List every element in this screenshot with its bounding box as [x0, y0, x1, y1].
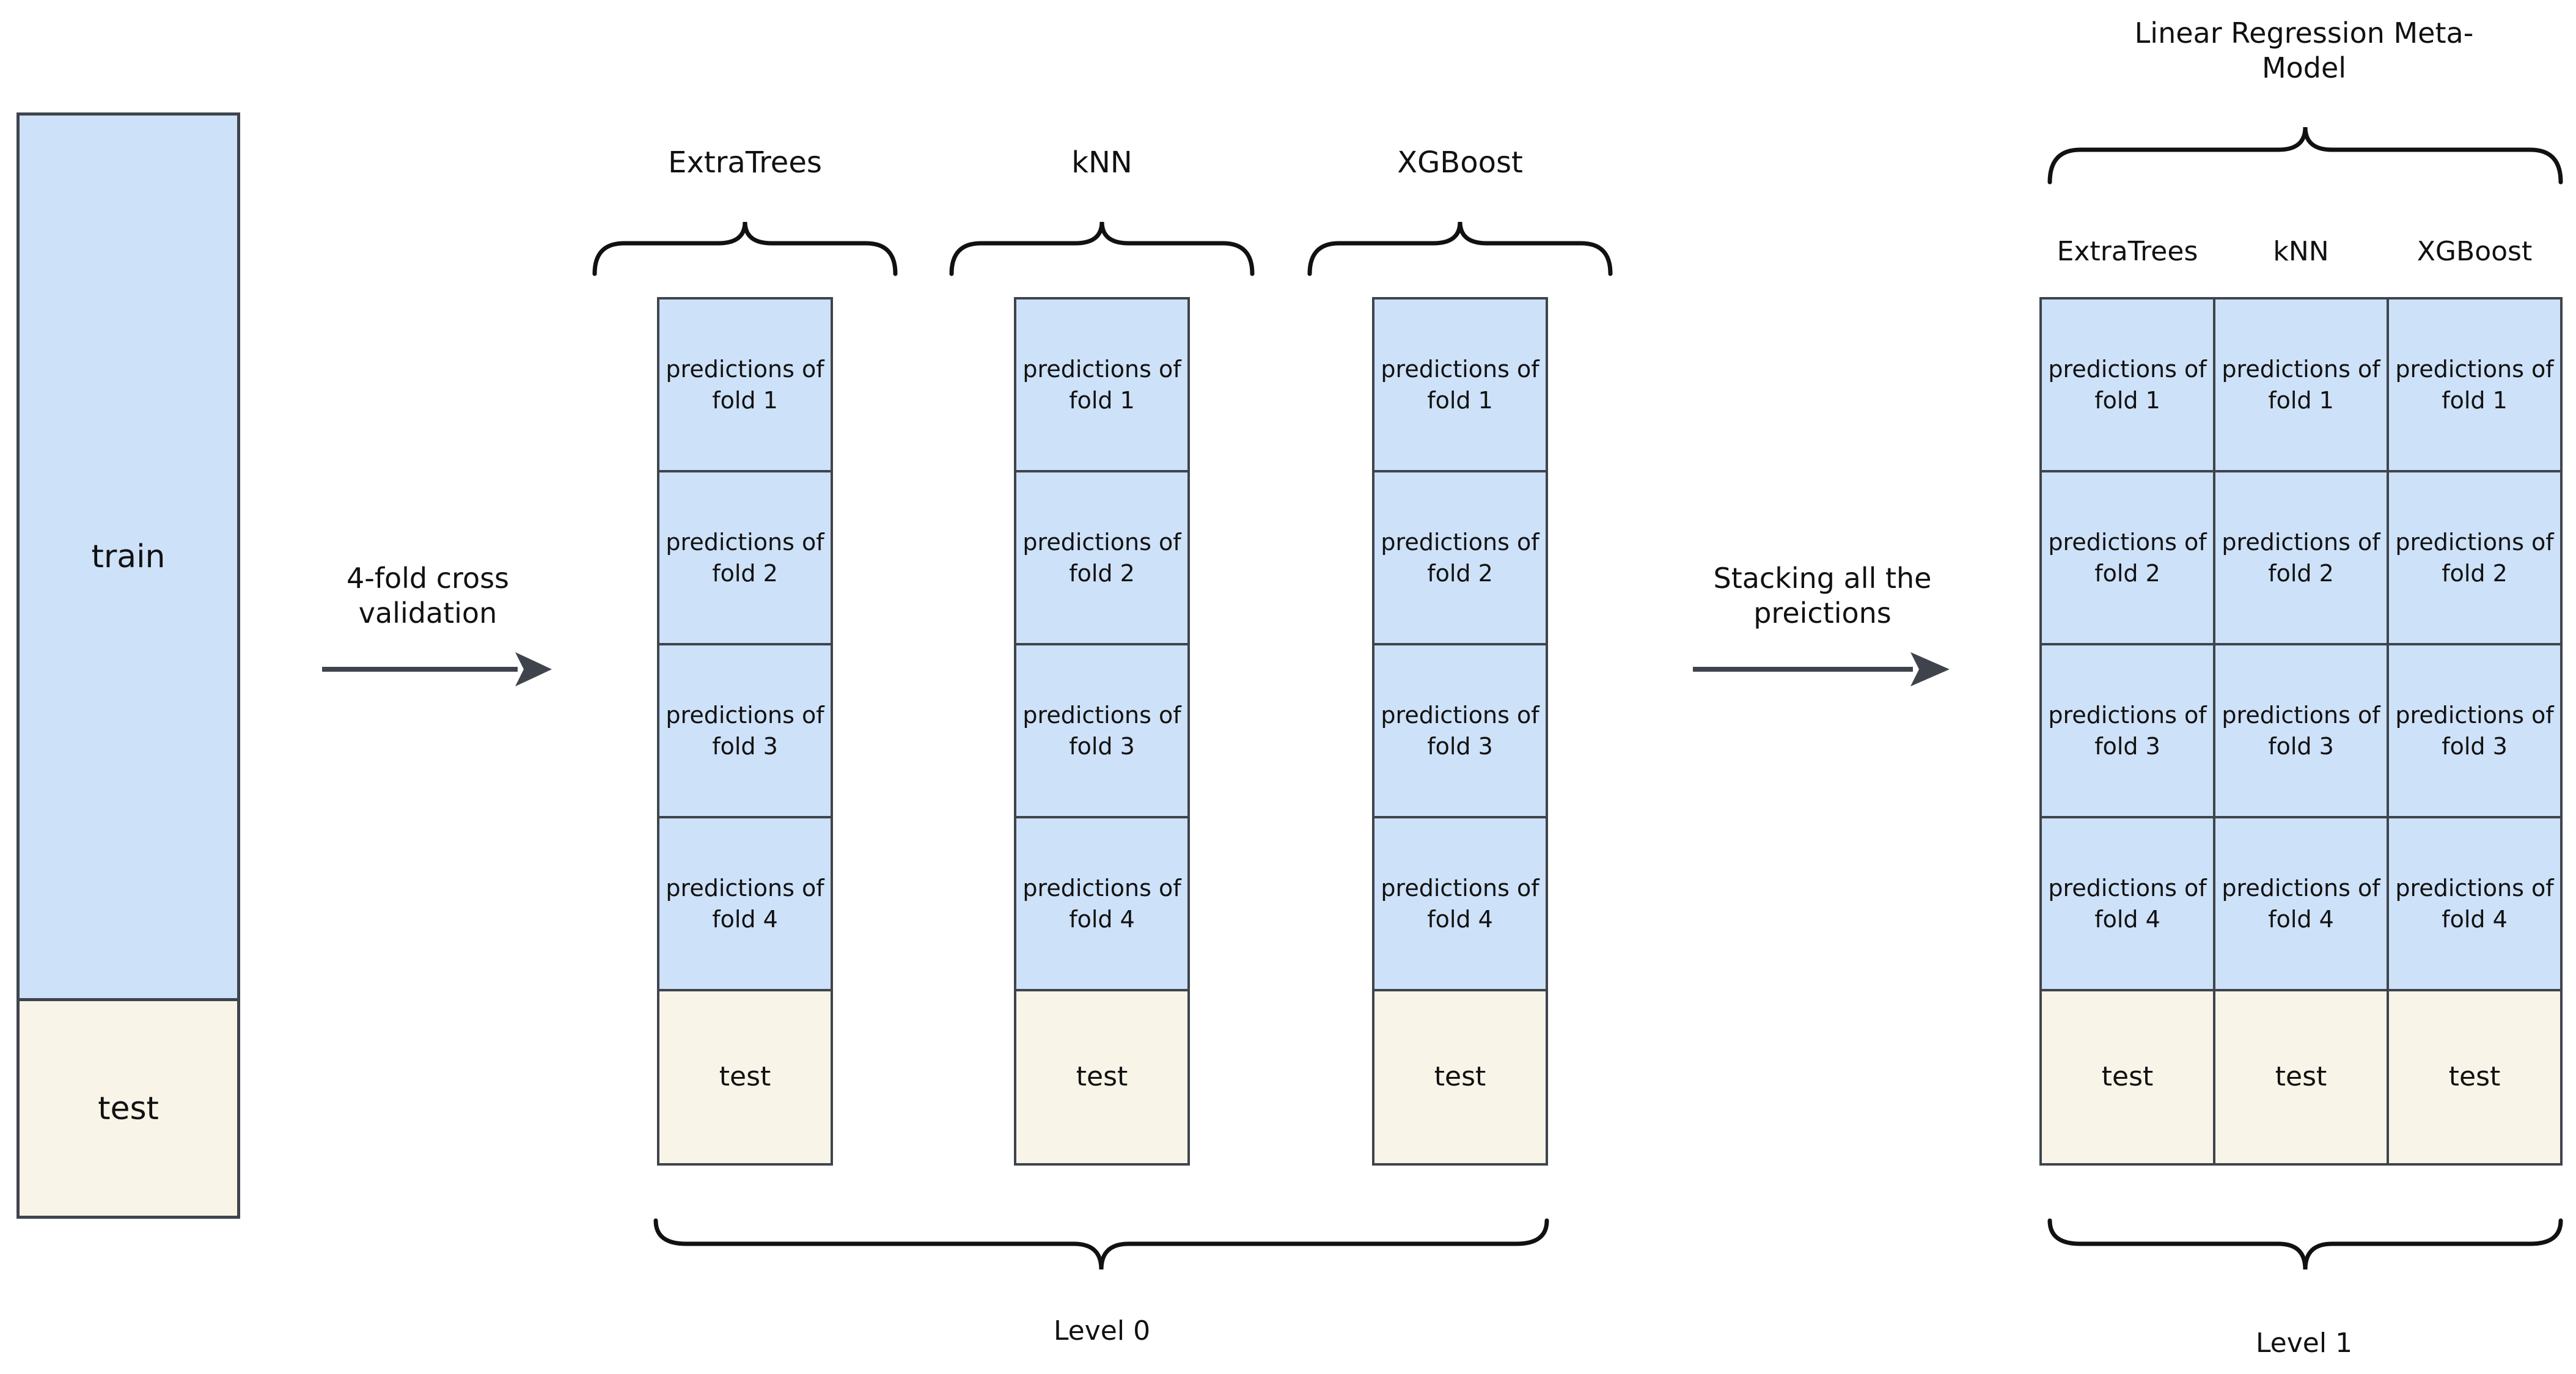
- train-test-box: train test: [17, 112, 240, 1219]
- test-cell: test: [2387, 989, 2563, 1166]
- level1-label: Level 1: [2255, 1328, 2353, 1359]
- prediction-cell: predictions of fold 1: [2387, 297, 2563, 472]
- prediction-cell: predictions of fold 4: [1014, 816, 1190, 991]
- cv-arrow-label: 4-fold cross validation: [346, 562, 510, 630]
- test-cell: test: [657, 989, 833, 1166]
- prediction-cell: predictions of fold 3: [1014, 643, 1190, 818]
- test-cell: test: [2039, 989, 2215, 1166]
- stacked-column-extratrees: predictions of fold 1 predictions of fol…: [2039, 297, 2215, 1166]
- stacked-column-xgboost: predictions of fold 1 predictions of fol…: [2387, 297, 2563, 1166]
- test-block: test: [20, 1001, 237, 1216]
- meta-model-title: Linear Regression Meta-Model: [2134, 17, 2474, 85]
- prediction-cell: predictions of fold 3: [657, 643, 833, 818]
- cv-arrow: [322, 652, 552, 686]
- prediction-cell: predictions of fold 2: [2213, 470, 2389, 645]
- model-column-extratrees: predictions of fold 1 predictions of fol…: [657, 297, 833, 1166]
- prediction-cell: predictions of fold 1: [2213, 297, 2389, 472]
- prediction-cell: predictions of fold 4: [2039, 816, 2215, 991]
- prediction-cell: predictions of fold 1: [1014, 297, 1190, 472]
- test-cell: test: [1372, 989, 1548, 1166]
- stacked-column-knn: predictions of fold 1 predictions of fol…: [2213, 297, 2389, 1166]
- prediction-cell: predictions of fold 1: [1372, 297, 1548, 472]
- prediction-cell: predictions of fold 1: [2039, 297, 2215, 472]
- prediction-cell: predictions of fold 2: [657, 470, 833, 645]
- prediction-cell: predictions of fold 4: [1372, 816, 1548, 991]
- train-block: train: [20, 116, 237, 1001]
- stacking-arrow-label: Stacking all the preictions: [1713, 562, 1932, 630]
- model-label-knn-l1: kNN: [2273, 236, 2329, 267]
- prediction-cell: predictions of fold 2: [2039, 470, 2215, 645]
- prediction-cell: predictions of fold 2: [2387, 470, 2563, 645]
- prediction-cell: predictions of fold 1: [657, 297, 833, 472]
- prediction-cell: predictions of fold 3: [2387, 643, 2563, 818]
- prediction-cell: predictions of fold 2: [1372, 470, 1548, 645]
- model-label-xgboost-l0: XGBoost: [1397, 145, 1523, 180]
- prediction-cell: predictions of fold 4: [2213, 816, 2389, 991]
- model-column-knn: predictions of fold 1 predictions of fol…: [1014, 297, 1190, 1166]
- model-label-knn-l0: kNN: [1071, 145, 1132, 180]
- prediction-cell: predictions of fold 3: [2039, 643, 2215, 818]
- test-cell: test: [2213, 989, 2389, 1166]
- level1-underbrace-icon: [2047, 1218, 2563, 1270]
- prediction-cell: predictions of fold 3: [2213, 643, 2389, 818]
- extratrees-overbrace-icon: [592, 221, 898, 276]
- prediction-cell: predictions of fold 4: [2387, 816, 2563, 991]
- model-label-xgboost-l1: XGBoost: [2416, 236, 2533, 267]
- xgboost-overbrace-icon: [1307, 221, 1613, 276]
- prediction-cell: predictions of fold 2: [1014, 470, 1190, 645]
- knn-overbrace-icon: [949, 221, 1255, 276]
- model-label-extratrees-l1: ExtraTrees: [2057, 236, 2198, 267]
- stacking-arrowhead: [1910, 652, 1950, 686]
- model-label-extratrees-l0: ExtraTrees: [668, 145, 822, 180]
- prediction-cell: predictions of fold 3: [1372, 643, 1548, 818]
- stacking-arrow: [1693, 652, 1950, 686]
- level0-label: Level 0: [1053, 1315, 1151, 1346]
- model-column-xgboost: predictions of fold 1 predictions of fol…: [1372, 297, 1548, 1166]
- test-cell: test: [1014, 989, 1190, 1166]
- cv-arrowhead: [515, 652, 552, 686]
- level0-underbrace-icon: [653, 1218, 1549, 1270]
- prediction-cell: predictions of fold 4: [657, 816, 833, 991]
- meta-model-overbrace-icon: [2047, 127, 2563, 185]
